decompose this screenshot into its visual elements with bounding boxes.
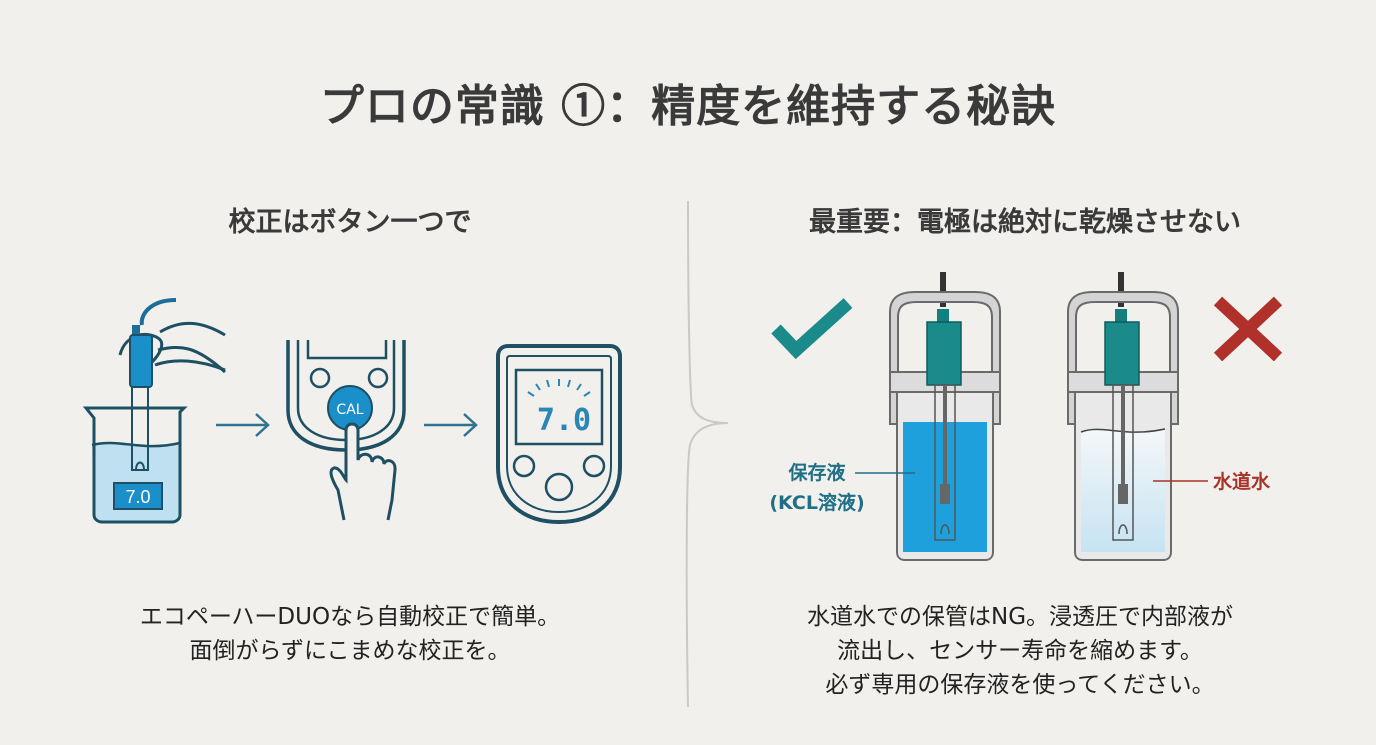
page-title: プロの常識 ①：精度を維持する秘訣 <box>319 81 1057 132</box>
cal-button-label: CAL <box>336 402 363 418</box>
arrow-right-icon <box>216 413 270 437</box>
kcl-solution-label: 保存液 (KCL溶液) <box>769 462 865 514</box>
meter-display-value: 7.0 <box>537 403 591 438</box>
beaker-reading: 7.0 <box>125 487 150 507</box>
caption-line: 水道水での保管はNG。浸透圧で内部液が <box>806 604 1234 630</box>
kcl-pointer-line <box>855 472 915 474</box>
caption-line: 必ず専用の保存液を使ってください。 <box>825 672 1215 698</box>
calibration-heading: 校正はボタン一つで <box>228 207 472 238</box>
calibration-caption: エコペーハーDUOなら自動校正で簡単。 面倒がらずにこまめな校正を。 <box>80 600 620 668</box>
caption-line: 流出し、センサー寿命を縮めます。 <box>837 638 1203 664</box>
electrode-caption: 水道水での保管はNG。浸透圧で内部液が 流出し、センサー寿命を縮めます。 必ず専… <box>740 600 1300 702</box>
tap-water-pointer-line <box>1153 480 1208 482</box>
ph-meter-icon: 7.0 <box>496 344 622 525</box>
storage-bottle-bad-icon <box>1067 272 1179 561</box>
storage-bottle-good-icon <box>889 272 1001 561</box>
caption-line: 面倒がらずにこまめな校正を。 <box>189 638 511 664</box>
arrow-right-icon <box>424 413 478 437</box>
tap-water-label: 水道水 <box>1213 471 1271 493</box>
beaker-with-probe-icon: 7.0 <box>82 298 227 524</box>
electrode-heading: 最重要：電極は絶対に乾燥させない <box>809 207 1241 238</box>
section-divider <box>685 200 729 708</box>
check-icon <box>771 298 853 360</box>
caption-line: エコペーハーDUOなら自動校正で簡単。 <box>139 604 561 630</box>
cal-button-press-icon: CAL <box>286 340 406 521</box>
cross-icon <box>1213 296 1283 362</box>
